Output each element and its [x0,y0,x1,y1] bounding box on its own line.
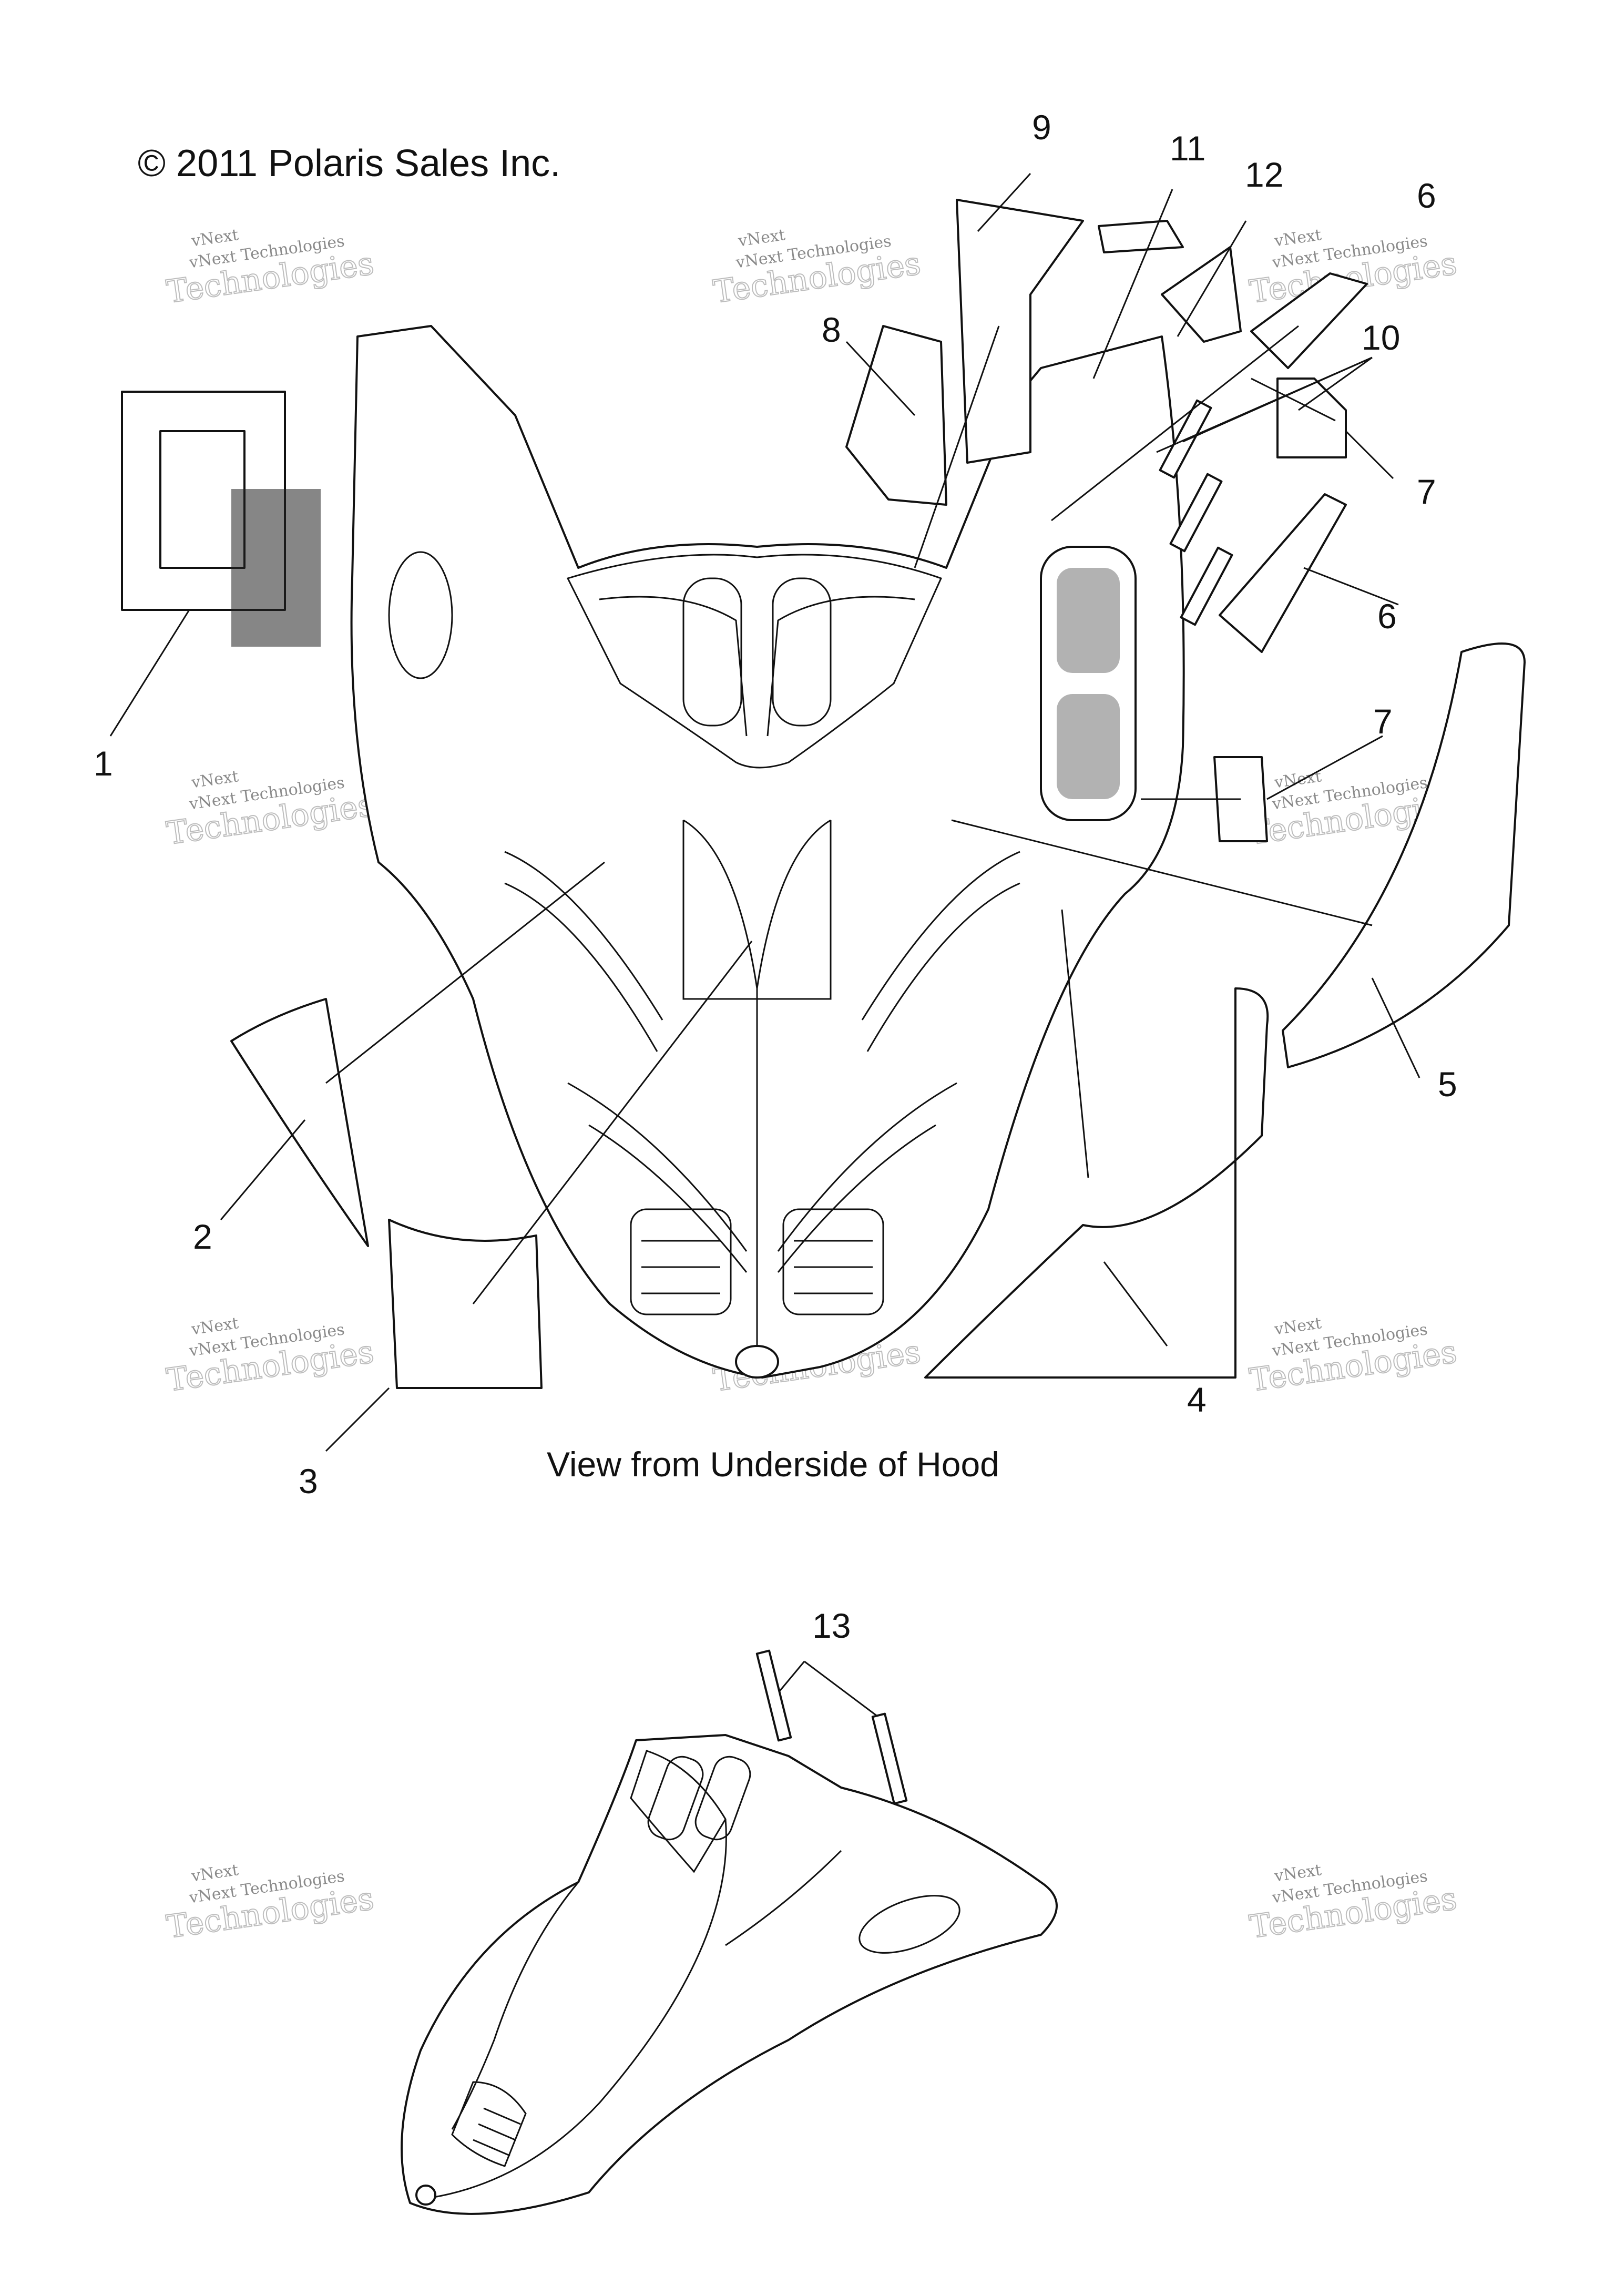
watermark: vNext vNext Technologies Technologies [711,226,924,311]
hood-underside [350,325,1185,1379]
callout-6-top: 6 [1417,176,1436,215]
callout-5: 5 [1438,1065,1457,1104]
callout-labels: 1 2 3 4 5 6 6 7 7 8 9 10 11 12 13 [94,108,1457,1645]
hood-perspective-outline [401,1734,1058,2215]
part-5-panel [1282,642,1526,1068]
part-6-mid [1219,493,1347,653]
callout-13: 13 [812,1606,851,1645]
svg-text:vNext: vNext [190,226,240,250]
callout-1: 1 [94,744,113,783]
part-7-top [1276,377,1347,458]
part-13-strip-right [871,1712,908,1805]
callout-12: 12 [1245,155,1283,194]
leader-lines [109,172,1420,1726]
callout-3: 3 [299,1462,318,1501]
callout-7-mid: 7 [1373,702,1393,741]
part-9-panel [956,199,1084,464]
center-spine [683,819,831,1346]
view-caption: View from Underside of Hood [547,1445,999,1484]
windshield-opening [566,554,943,769]
part-6-top [1250,272,1368,369]
svg-text:vNext: vNext [190,1861,240,1885]
lower-grill [567,1082,957,1315]
nose-emblem [735,1345,779,1379]
copyright-text: © 2011 Polaris Sales Inc. [138,142,560,185]
watermark: vNext vNext Technologies Technologies [1247,1861,1460,1946]
watermark: vNext vNext Technologies Technologies [164,226,377,311]
svg-text:vNext: vNext [190,1314,240,1339]
right-vent [861,851,1020,1052]
part-4-panel [924,987,1269,1379]
part-13-strip-left [755,1649,792,1742]
callout-8: 8 [822,310,841,349]
callout-9: 9 [1032,108,1051,147]
part-2-panel [230,998,369,1247]
callout-2: 2 [193,1217,212,1256]
callout-11: 11 [1170,129,1206,168]
part-12-panel [1161,246,1242,343]
callout-10: 10 [1362,318,1400,357]
watermark: vNext vNext Technologies Technologies [164,767,377,852]
callout-4: 4 [1187,1380,1207,1419]
callout-6-mid: 6 [1377,597,1397,636]
svg-text:vNext: vNext [1273,226,1323,250]
hood-outline [350,325,1185,1379]
svg-text:vNext: vNext [737,226,786,250]
svg-text:vNext: vNext [1273,767,1323,792]
svg-text:vNext: vNext [1273,1314,1323,1339]
part-1-decal [121,391,321,647]
part-3-panel [388,1219,543,1389]
watermark: vNext vNext Technologies Technologies [1247,1314,1460,1399]
part-11-panel [1098,220,1184,253]
svg-text:vNext: vNext [190,767,240,792]
part-8-panel [845,325,947,506]
hood-perspective [401,1649,1058,2215]
left-vent [504,851,663,1052]
watermark: vNext vNext Technologies Technologies [164,1861,377,1946]
svg-text:vNext: vNext [1273,1861,1323,1885]
watermark: vNext vNext Technologies Technologies [164,1314,377,1399]
side-mesh-vent [1040,546,1137,821]
callout-7-top: 7 [1417,472,1436,511]
